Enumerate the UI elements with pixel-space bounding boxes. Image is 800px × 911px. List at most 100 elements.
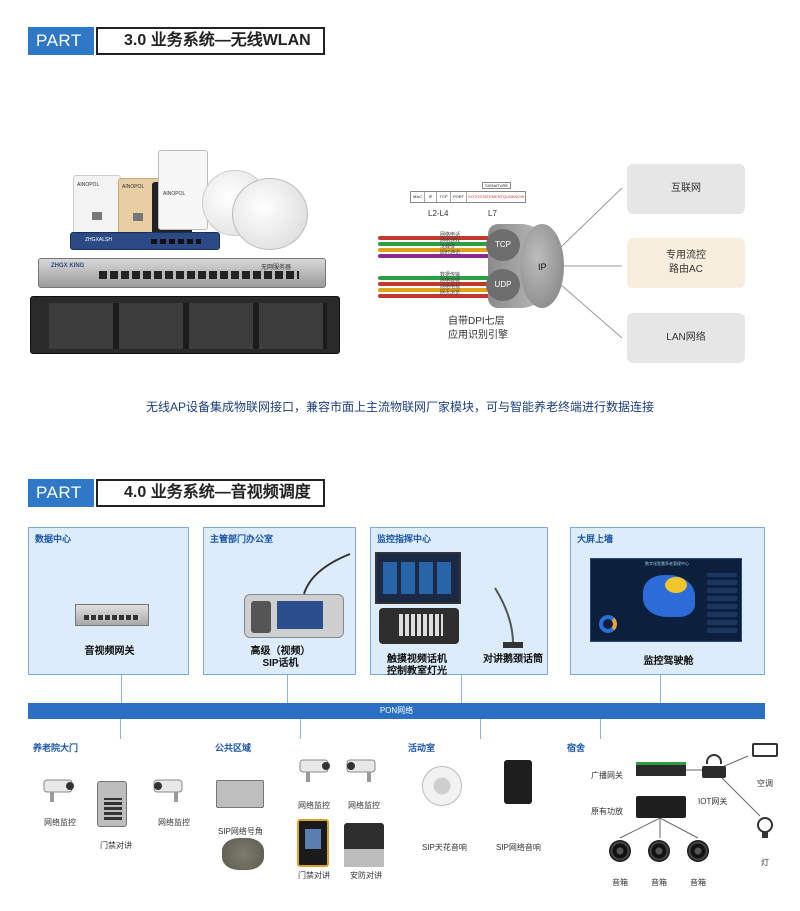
device-label: 音箱 — [651, 878, 667, 887]
dpi-caption-1: 自带DPI七层 — [448, 316, 505, 327]
camera-icon — [346, 759, 376, 782]
device-label: 广播网关 — [591, 771, 623, 780]
video-phone-device — [379, 608, 459, 644]
ceiling-ap-large-icon — [232, 178, 308, 250]
connector-lines — [559, 187, 623, 339]
storage-server — [30, 296, 340, 354]
panel-ap-white: AINOPOL — [158, 150, 208, 230]
brand-label: AINOPOL — [77, 182, 100, 188]
wire — [378, 282, 498, 286]
section-title: 4.0 业务系统—音视频调度 — [96, 479, 325, 507]
device-label: 控制教室灯光 — [387, 666, 447, 677]
signature-label: SIGNATURE — [482, 182, 512, 189]
panel-big-screen: 大屏上墙 数字化智慧养老管理中心 监控驾驶舱 — [570, 527, 765, 675]
net-box-internet: 互联网 — [627, 164, 745, 214]
device-label: 音视频网关 — [84, 646, 135, 657]
wire-label: 数据传输 — [440, 272, 461, 278]
tcp-tube: TCP — [486, 229, 520, 261]
speaker-links — [619, 818, 699, 839]
header-cell-port: PORT — [451, 192, 467, 202]
av-gateway-device — [75, 604, 149, 626]
wall-ap-white: AINOPOL — [73, 175, 121, 237]
dashboard-title: 数字化智慧养老管理中心 — [645, 561, 689, 566]
header-cell-ip: IP — [425, 192, 437, 202]
cable-end — [520, 224, 564, 308]
ceiling-speaker-device — [422, 766, 462, 806]
layer-left-label: L2-L4 — [428, 209, 449, 218]
device-label: 空调 — [757, 779, 773, 788]
device-label: SIP话机 — [262, 658, 299, 669]
wifi-icon — [706, 754, 722, 764]
wlan-description: 无线AP设备集成物联网接口，兼容市面上主流物联网厂家模块，可与智能养老终端进行数… — [145, 400, 654, 414]
device-label: 网络监控 — [348, 801, 380, 810]
link-line — [600, 719, 601, 739]
wire-label: 网络电视 — [440, 284, 461, 290]
header-cell-mac: MAC — [411, 192, 425, 202]
donut-chart — [599, 615, 617, 633]
device-label: 音箱 — [690, 878, 706, 887]
group-title-gate: 养老院大门 — [33, 743, 79, 753]
device-label: 门禁对讲 — [298, 871, 330, 880]
link-line — [121, 675, 122, 703]
dashboard-screen: 数字化智慧养老管理中心 — [590, 558, 742, 642]
panel-title: 主管部门办公室 — [210, 534, 274, 544]
network-speaker-device — [504, 760, 532, 804]
link-line — [480, 719, 481, 739]
device-label: 安防对讲 — [350, 871, 382, 880]
device-label: 门禁对讲 — [100, 841, 132, 850]
door-intercom-device — [97, 781, 127, 827]
link-line — [461, 675, 462, 703]
wire — [378, 276, 498, 280]
net-box-ac-router: 专用流控 路由AC — [627, 238, 745, 288]
gooseneck-mic-icon — [303, 553, 351, 595]
sip-horn-device — [216, 780, 264, 808]
ip-label: IP — [538, 262, 547, 272]
part-tag: PART — [28, 479, 94, 507]
wire — [378, 248, 498, 252]
panel-office: 主管部门办公室 高级（视频） SIP话机 — [203, 527, 356, 675]
packet-header-box: MAC IP TCP PORT GOTOSTATEMENTQUNKNOW — [410, 191, 526, 203]
wire-label: 即时通讯 — [440, 250, 461, 256]
signature-text: GOTOSTATEMENTQUNKNOW — [467, 194, 525, 199]
dpi-caption-2: 应用识别引擎 — [448, 330, 508, 341]
group-title-public: 公共区域 — [215, 743, 252, 753]
device-label: 网络监控 — [158, 818, 190, 827]
air-conditioner-icon — [752, 743, 778, 757]
wire — [378, 242, 498, 246]
sip-phone-device — [244, 594, 344, 638]
panel-data-center: 数据中心 音视频网关 — [28, 527, 189, 675]
speaker-icon — [648, 840, 670, 862]
device-label: 网络监控 — [298, 801, 330, 810]
part-header-wlan: PART 3.0 业务系统—无线WLAN — [28, 27, 325, 55]
wire — [378, 236, 498, 240]
security-intercom-device — [344, 823, 384, 867]
wire — [378, 288, 498, 292]
device-label: 对讲鹅颈话筒 — [483, 654, 543, 665]
group-title-dorm: 宿舍 — [567, 743, 586, 753]
device-label: 高级（视频） — [250, 646, 311, 657]
amplifier-device — [636, 796, 686, 818]
speaker-icon — [609, 840, 631, 862]
device-label: SIP网络号角 — [218, 827, 263, 836]
brand-label: ZHGXALSH — [85, 237, 112, 243]
bulb-icon — [757, 817, 773, 838]
link-line — [660, 675, 661, 703]
side-panel — [707, 573, 737, 633]
panel-title: 监控指挥中心 — [377, 534, 432, 544]
device-label: 监控驾驶舱 — [643, 656, 694, 667]
device-label: 触摸视频话机 — [387, 654, 447, 665]
pon-network-bar: PON网络 — [28, 703, 765, 719]
wire-label: 网页浏览 — [440, 290, 461, 296]
rock-speaker-device — [222, 838, 264, 870]
camera-icon — [153, 779, 183, 802]
panel-command-center: 监控指挥中心 触摸视频话机 控制教室灯光 对讲鹅颈话筒 — [370, 527, 548, 677]
link-line — [120, 719, 121, 739]
net-box-ac-line: 路由AC — [669, 264, 703, 275]
camera-icon — [299, 759, 330, 782]
panel-title: 大屏上墙 — [577, 534, 614, 544]
part-tag: PART — [28, 27, 94, 55]
link-line — [300, 719, 301, 739]
net-box-lan: LAN网络 — [627, 313, 745, 363]
wire-label: 流媒体 — [440, 244, 456, 250]
wire-label: 网络电话 — [440, 232, 461, 238]
